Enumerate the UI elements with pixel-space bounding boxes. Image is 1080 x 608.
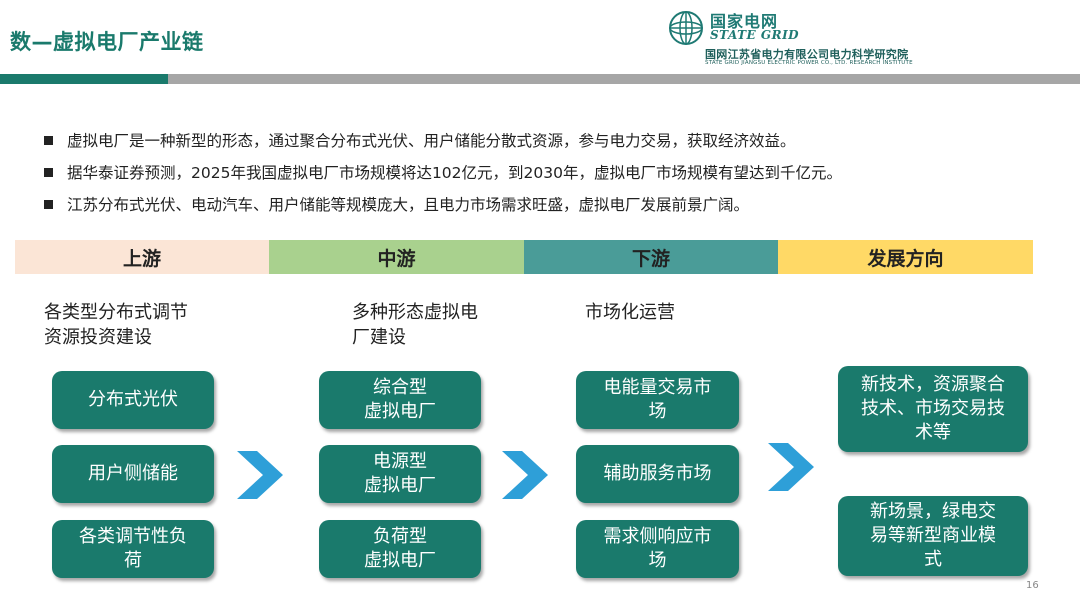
box-new-scenario: 新场景，绿电交 易等新型商业模 式: [838, 496, 1028, 576]
box-ancillary-market: 辅助服务市场: [576, 445, 739, 503]
box-user-side-storage: 用户侧储能: [52, 445, 214, 503]
box-energy-market: 电能量交易市 场: [576, 371, 739, 429]
box-label: 综合型 虚拟电厂: [364, 377, 436, 422]
box-label: 分布式光伏: [88, 389, 178, 410]
square-bullet-icon: [44, 167, 53, 177]
bullet-list: 虚拟电厂是一种新型的形态，通过聚合分布式光伏、用户储能分散式资源，参与电力交易，…: [44, 124, 1044, 220]
box-label: 各类调节性负 荷: [79, 526, 187, 571]
box-label: 电源型 虚拟电厂: [364, 451, 436, 496]
bullet-item: 虚拟电厂是一种新型的形态，通过聚合分布式光伏、用户储能分散式资源，参与电力交易，…: [44, 124, 1044, 156]
stage-description-midstream: 多种形态虚拟电 厂建设: [352, 300, 478, 350]
desc-line: 各类型分布式调节: [44, 302, 188, 323]
institute-name-en: STATE GRID JIANGSU ELECTRIC POWER CO., L…: [705, 60, 913, 66]
stage-header-downstream: 下游: [524, 240, 778, 274]
box-adjustable-load: 各类调节性负 荷: [52, 520, 214, 578]
square-bullet-icon: [44, 199, 53, 209]
desc-line: 资源投资建设: [44, 327, 152, 348]
stage-description-upstream: 各类型分布式调节 资源投资建设: [44, 300, 188, 350]
header-accent-bar: [0, 74, 168, 84]
state-grid-logo: [669, 11, 703, 45]
desc-line: 厂建设: [352, 327, 406, 348]
box-distributed-pv: 分布式光伏: [52, 371, 214, 429]
square-bullet-icon: [44, 135, 53, 145]
box-integrated-vpp: 综合型 虚拟电厂: [319, 371, 481, 429]
bullet-text: 虚拟电厂是一种新型的形态，通过聚合分布式光伏、用户储能分散式资源，参与电力交易，…: [67, 132, 796, 150]
box-label: 用户侧储能: [88, 463, 178, 484]
box-label: 电能量交易市 场: [603, 377, 712, 422]
chevron-right-icon: [502, 451, 548, 499]
bullet-text: 据华泰证券预测，2025年我国虚拟电厂市场规模将达102亿元，到2030年，虚拟…: [67, 164, 842, 182]
header-divider-bar: [168, 74, 1080, 84]
brand-name-en: STATE GRID: [710, 28, 800, 42]
box-label: 辅助服务市场: [603, 463, 712, 484]
box-demand-response-market: 需求侧响应市 场: [576, 520, 739, 578]
box-load-vpp: 负荷型 虚拟电厂: [319, 520, 481, 578]
institute-name-cn: 国网江苏省电力有限公司电力科学研究院: [705, 48, 909, 61]
bullet-text: 江苏分布式光伏、电动汽车、用户储能等规模庞大，且电力市场需求旺盛，虚拟电厂发展前…: [67, 196, 750, 214]
stage-header-midstream: 中游: [269, 240, 524, 274]
box-source-vpp: 电源型 虚拟电厂: [319, 445, 481, 503]
page-number: 16: [1026, 580, 1039, 591]
stage-description-downstream: 市场化运营: [585, 300, 675, 325]
chevron-right-icon: [237, 451, 283, 499]
stage-header-upstream: 上游: [15, 240, 269, 274]
stage-header-direction: 发展方向: [778, 240, 1033, 274]
box-new-technology: 新技术，资源聚合 技术、市场交易技 术等: [838, 366, 1028, 452]
page-title: 数—虚拟电厂产业链: [10, 30, 204, 54]
desc-line: 市场化运营: [585, 302, 675, 323]
box-label: 新技术，资源聚合 技术、市场交易技 术等: [861, 374, 1005, 443]
bullet-item: 江苏分布式光伏、电动汽车、用户储能等规模庞大，且电力市场需求旺盛，虚拟电厂发展前…: [44, 188, 1044, 220]
box-label: 新场景，绿电交 易等新型商业模 式: [870, 501, 996, 570]
brand-name-cn: 国家电网: [710, 12, 779, 31]
box-label: 负荷型 虚拟电厂: [364, 526, 436, 571]
desc-line: 多种形态虚拟电: [352, 302, 478, 323]
chevron-right-icon: [768, 443, 814, 491]
bullet-item: 据华泰证券预测，2025年我国虚拟电厂市场规模将达102亿元，到2030年，虚拟…: [44, 156, 1044, 188]
box-label: 需求侧响应市 场: [603, 526, 712, 571]
